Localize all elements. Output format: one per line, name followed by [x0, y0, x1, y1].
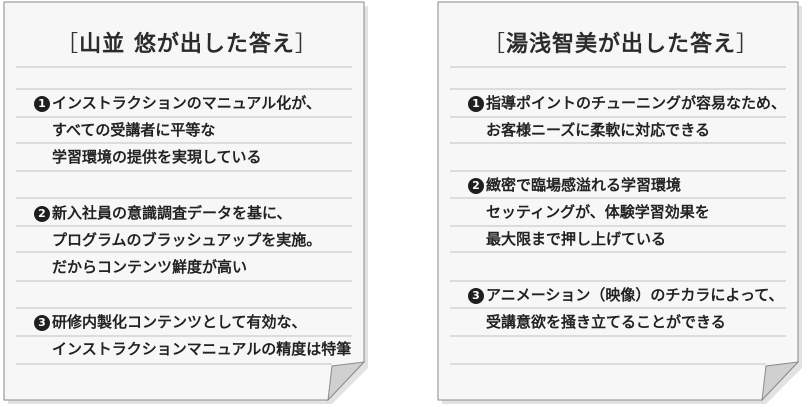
list-item-line: 研修内製化コンテンツとして有効な、 [52, 313, 307, 331]
note-title: ［湯浅智美が出した答え］ [436, 26, 806, 58]
number-badge-icon: 3 [468, 288, 484, 304]
number-badge-icon: 3 [34, 315, 50, 331]
number-badge-icon: 1 [468, 96, 484, 112]
list-item-line: インストラクションマニュアルの精度は特筆 [52, 340, 352, 358]
paper-sheet-icon [437, 1, 802, 404]
list-item-line: お客様ニーズに柔軟に対応できる [486, 121, 710, 139]
list-item-line: 指導ポイントのチューニングが容易なため、 [486, 94, 787, 112]
list-item-line: 最大限まで押し上げている [486, 230, 667, 248]
number-badge-icon: 2 [34, 206, 50, 222]
list-item-line: 新入社員の意識調査データを基に、 [52, 204, 292, 222]
list-item-line: すべての受講者に平等な [52, 121, 216, 139]
number-badge-icon: 2 [468, 178, 484, 194]
bracket-open: ［ [56, 32, 80, 57]
number-badge-icon: 1 [34, 96, 50, 112]
list-item-line: プログラムのブラッシュアップを実施。 [52, 231, 322, 249]
list-item-line: インストラクションのマニュアル化が、 [52, 94, 321, 112]
list-item-line: 学習環境の提供を実現している [52, 148, 262, 166]
bracket-open: ［ [482, 32, 506, 57]
note-title-text: 湯浅智美が出した答え [505, 32, 736, 57]
note-title-text: 山並 悠が出した答え [79, 32, 295, 57]
list-item-line: セッティングが、体験学習効果を [486, 203, 710, 221]
note-title: ［山並 悠が出した答え］ [2, 26, 372, 58]
list-item-line: だからコンテンツ鮮度が高い [52, 258, 248, 276]
paper-sheet-icon [3, 1, 368, 404]
list-item-line: 受講意欲を掻き立てることができる [486, 313, 726, 331]
list-item-line: アニメーション（映像）のチカラによって、 [486, 286, 784, 304]
bracket-close: ］ [294, 32, 318, 57]
bracket-close: ］ [736, 32, 760, 57]
list-item-line: 緻密で臨場感溢れる学習環境 [486, 176, 682, 194]
